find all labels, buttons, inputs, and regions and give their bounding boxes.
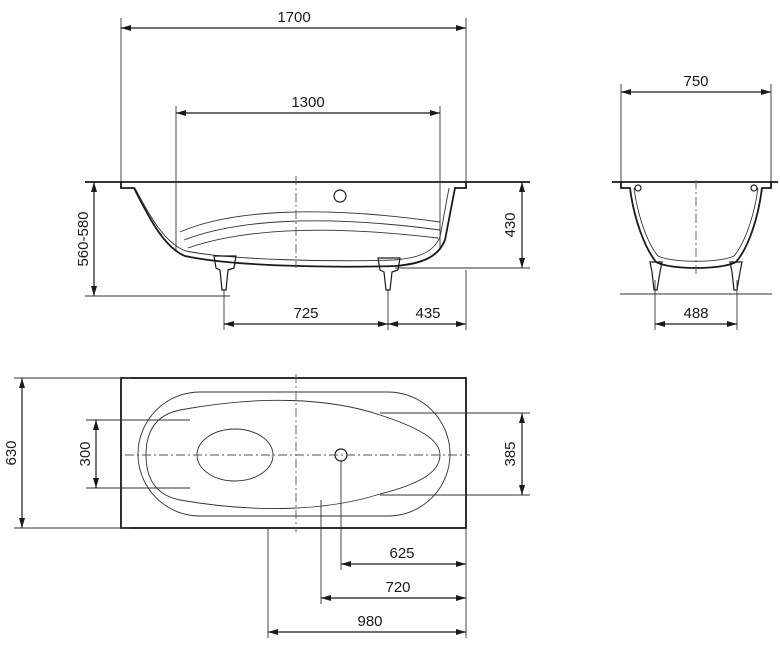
overflow-drain xyxy=(333,189,347,203)
top-rim-outline xyxy=(137,391,451,517)
end-leg-left xyxy=(649,261,663,291)
backrest-curve-2 xyxy=(183,220,441,241)
end-view: 750 488 xyxy=(612,73,778,330)
tub-inner-outline xyxy=(134,187,450,262)
end-leg-right xyxy=(729,261,743,291)
dim-label-625: 625 xyxy=(389,545,414,562)
dim-label-750: 750 xyxy=(683,73,708,90)
dim-label-720: 720 xyxy=(385,579,410,596)
dim-label-1300: 1300 xyxy=(291,94,324,111)
end-bracket-right xyxy=(750,184,758,192)
backrest-curve-3 xyxy=(187,229,439,249)
top-view: 630 300 385 625 720 980 xyxy=(3,374,530,638)
tub-body-outline xyxy=(120,182,467,268)
dim-label-385: 385 xyxy=(502,441,519,466)
backrest-curve-1 xyxy=(179,211,441,233)
dim-label-435: 435 xyxy=(415,305,440,322)
leg-left xyxy=(213,255,237,291)
dim-label-980: 980 xyxy=(357,613,382,630)
dim-label-depth: 430 xyxy=(502,212,519,237)
dim-label-300: 300 xyxy=(77,441,94,466)
top-outer-rect xyxy=(120,377,467,529)
dim-label-630: 630 xyxy=(3,440,20,465)
dim-label-488: 488 xyxy=(683,305,708,322)
dim-label-725: 725 xyxy=(293,305,318,322)
dim-label-1700: 1700 xyxy=(277,9,310,26)
top-basin-outline xyxy=(145,399,441,509)
end-bracket-left xyxy=(634,184,642,192)
side-view: 1700 1300 560-580 430 xyxy=(75,9,530,330)
dim-label-height: 560-580 xyxy=(75,211,92,266)
leg-right xyxy=(377,257,401,291)
